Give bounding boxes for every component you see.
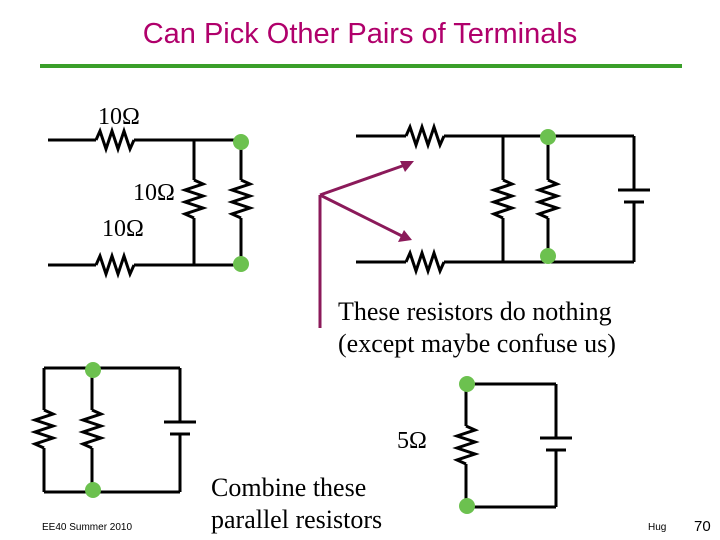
combine-line-2: parallel resistors: [211, 505, 383, 534]
circuit-c: [30, 366, 196, 494]
terminal-dot[interactable]: [233, 256, 249, 272]
resistor-left: [30, 408, 58, 450]
footer-course: EE40 Summer 2010: [42, 522, 133, 533]
circuit-b: [356, 122, 650, 276]
combine-note: Combine these parallel resistors: [211, 472, 382, 536]
arrowhead-icon: [400, 161, 414, 172]
resistor-bottom: [404, 248, 446, 276]
resistor-top: [404, 122, 446, 150]
page-number: 70: [694, 518, 711, 535]
resistor-right: [78, 408, 106, 450]
arrowhead-icon: [398, 230, 412, 242]
footer-author: Hug: [648, 522, 667, 533]
slide-title: Can Pick Other Pairs of Terminals: [142, 18, 578, 50]
terminal-dot[interactable]: [233, 134, 249, 150]
resistor-label-equivalent: 5Ω: [397, 428, 427, 454]
resistor-bottom: [94, 251, 136, 279]
resistor-mid-left: [180, 178, 208, 220]
terminal-dot[interactable]: [85, 482, 101, 498]
arrow-to-bottom-resistor: [319, 193, 403, 238]
terminal-dot[interactable]: [540, 129, 556, 145]
annotation-line-1: These resistors do nothing: [338, 297, 612, 326]
resistor-label-top: 10Ω: [98, 104, 140, 130]
resistor-equivalent: [452, 424, 480, 466]
terminal-dot[interactable]: [540, 248, 556, 264]
terminal-dot[interactable]: [459, 376, 475, 392]
resistor-top: [94, 126, 136, 154]
annotation-line-2: (except maybe confuse us): [338, 329, 616, 358]
annotation-note: These resistors do nothing (except maybe…: [338, 296, 616, 360]
resistor-label-bottom: 10Ω: [102, 216, 144, 242]
title-underline: [40, 64, 682, 68]
resistor-right: [534, 178, 562, 220]
annotation-arrows: [318, 163, 406, 328]
combine-line-1: Combine these: [211, 473, 367, 502]
terminal-dot[interactable]: [459, 498, 475, 514]
resistor-left: [489, 178, 517, 220]
terminal-dot[interactable]: [85, 362, 101, 378]
arrow-to-top-resistor: [319, 163, 406, 197]
circuit-d: [452, 382, 572, 509]
resistor-label-mid: 10Ω: [133, 180, 175, 206]
resistor-mid-right: [227, 178, 255, 220]
